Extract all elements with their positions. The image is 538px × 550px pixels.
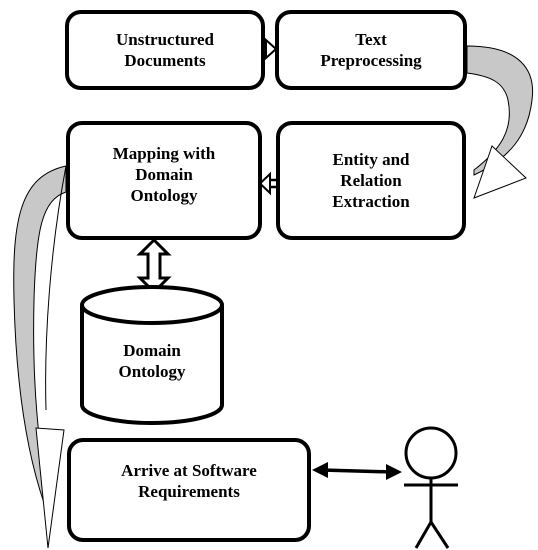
node-label: Arrive at Software Requirements: [121, 461, 257, 501]
node-mapping-domain-ontology: Mapping with Domain Ontology: [66, 121, 262, 240]
arrow-requirements-user-bidirectional: [312, 462, 402, 480]
user-actor-icon: [404, 426, 458, 549]
node-label: Mapping with Domain Ontology: [112, 144, 216, 205]
node-unstructured-documents: Unstructured Documents: [65, 10, 265, 90]
node-label: Text Preprocessing: [320, 30, 422, 70]
database-cylinder: [80, 285, 224, 425]
node-label: Entity and Relation Extraction: [332, 150, 410, 211]
curved-arrow-mapping-to-requirements: [13, 165, 67, 549]
database-label: Domain Ontology: [118, 341, 186, 381]
node-entity-relation-extraction: Entity and Relation Extraction: [276, 121, 466, 240]
node-label: Unstructured Documents: [116, 30, 214, 70]
curved-arrow-preprocess-to-extraction: [466, 45, 534, 199]
node-text-preprocessing: Text Preprocessing: [275, 10, 467, 90]
node-software-requirements: Arrive at Software Requirements: [67, 438, 311, 542]
arrow-mapping-ontology-bidirectional: [136, 237, 172, 295]
